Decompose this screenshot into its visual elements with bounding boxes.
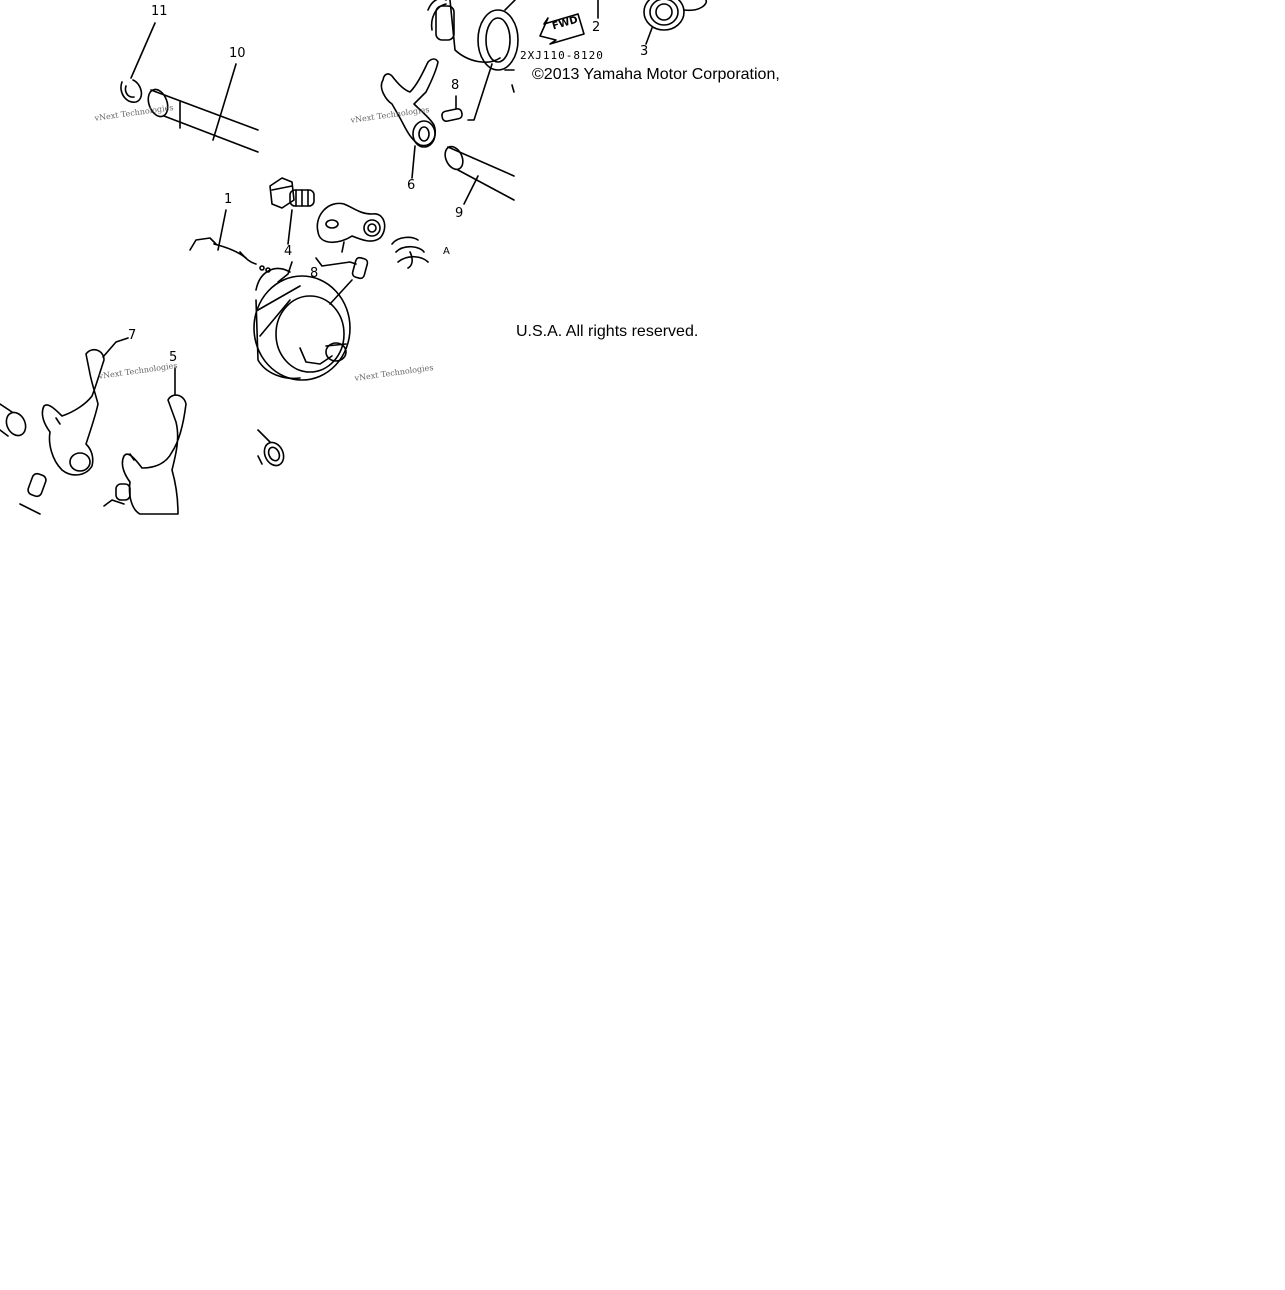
spring-part-3 xyxy=(643,0,708,31)
circlip-part-11 xyxy=(120,79,143,103)
callout-8-lower: 8 xyxy=(310,266,319,281)
shift-fork-part-7 xyxy=(41,348,105,476)
copyright-line-1: ©2013 Yamaha Motor Corporation, xyxy=(532,66,780,83)
guide-bar-left-end xyxy=(0,403,27,437)
guide-bar-part-9 xyxy=(444,145,515,201)
callout-3: 3 xyxy=(640,44,649,59)
callout-11: 11 xyxy=(151,4,168,19)
leader-7 xyxy=(102,337,129,358)
leader-10 xyxy=(212,63,237,141)
leader-6 xyxy=(411,145,416,179)
callout-10: 10 xyxy=(229,46,246,61)
shaft-lower-end xyxy=(257,429,285,467)
leader-plate xyxy=(341,241,345,253)
shift-shaft-part-10 xyxy=(147,88,259,153)
pin-part-8-lower xyxy=(315,256,369,305)
shift-drum-part-1 xyxy=(189,237,351,381)
callout-A: A xyxy=(443,246,450,257)
leader-9 xyxy=(463,175,479,205)
leader-11 xyxy=(130,22,156,79)
callout-1: 1 xyxy=(224,192,233,207)
shift-fork-part-6 xyxy=(380,58,439,148)
callout-9: 9 xyxy=(455,206,464,221)
leader-3 xyxy=(645,27,653,45)
fwd-arrow xyxy=(539,13,585,45)
spring-clip-A xyxy=(391,236,429,269)
shift-drum-upper xyxy=(427,0,519,93)
bolt-part-4 xyxy=(269,177,315,209)
leader-4-lower xyxy=(277,261,293,283)
copyright-line-2: U.S.A. All rights reserved. xyxy=(516,323,699,340)
pin-part-8-upper xyxy=(441,63,493,123)
callout-6: 6 xyxy=(407,178,416,193)
callout-2: 2 xyxy=(592,20,601,35)
callout-8-upper: 8 xyxy=(451,78,460,93)
diagram-code: 2XJ110-8120 xyxy=(520,49,604,62)
callout-5: 5 xyxy=(169,350,178,365)
stopper-plate xyxy=(316,202,386,244)
shift-fork-part-5 xyxy=(121,394,187,515)
callout-7: 7 xyxy=(128,328,137,343)
leader-4 xyxy=(287,209,293,245)
fork-pins xyxy=(19,472,131,515)
callout-4: 4 xyxy=(284,244,293,259)
leader-1 xyxy=(217,209,227,251)
